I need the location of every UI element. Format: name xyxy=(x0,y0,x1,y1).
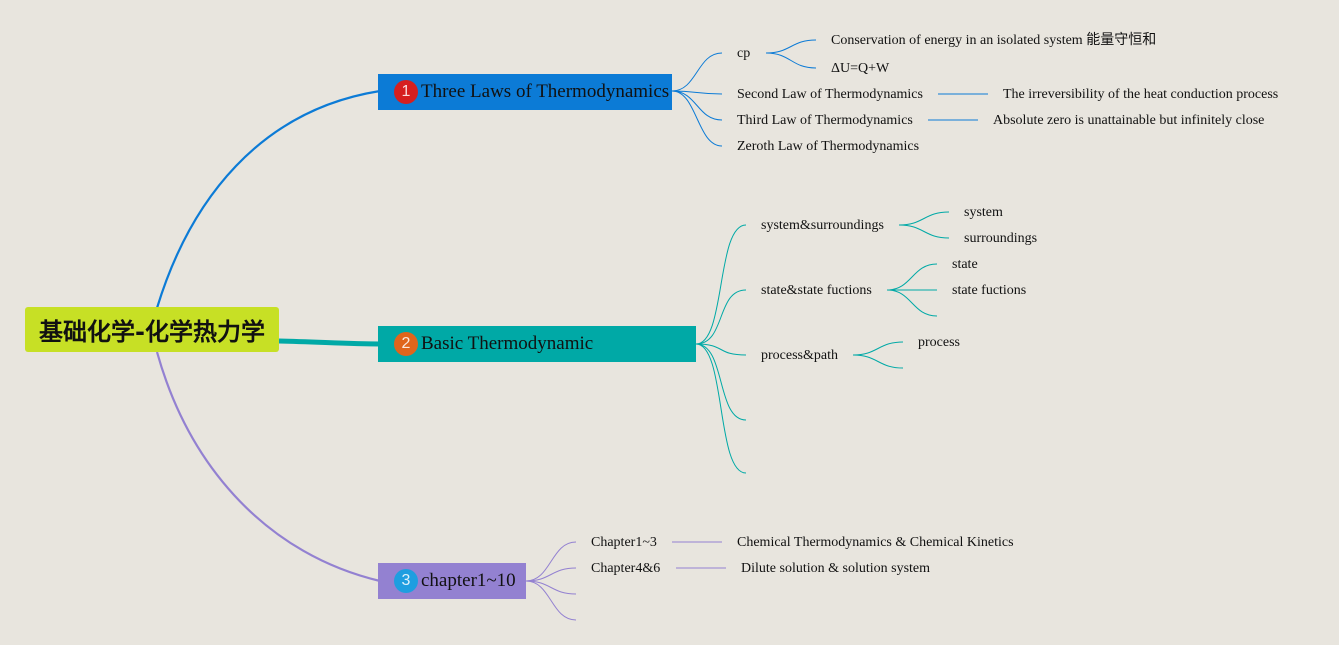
subtopic-third-law[interactable]: Third Law of Thermodynamics xyxy=(737,113,913,128)
subtopic-process[interactable]: process xyxy=(918,335,960,350)
note-chapter4-6[interactable]: Dilute solution & solution system xyxy=(741,561,931,576)
branch-3-connectors xyxy=(525,541,726,621)
note-chapter1-3[interactable]: Chemical Thermodynamics & Chemical Kinet… xyxy=(737,535,1014,550)
number-badge: 1 xyxy=(394,80,418,104)
subtopic-second-law[interactable]: Second Law of Thermodynamics xyxy=(737,87,923,102)
subtopic-cp[interactable]: cp xyxy=(737,46,751,61)
subtopic-system-surroundings[interactable]: system&surroundings xyxy=(761,218,884,233)
note-third-law[interactable]: Absolute zero is unattainable but infini… xyxy=(993,113,1265,128)
branch-topic-label: chapter1~10 xyxy=(421,570,516,591)
subtopic-process-path[interactable]: process&path xyxy=(761,348,838,363)
subtopic-zeroth-law[interactable]: Zeroth Law of Thermodynamics xyxy=(737,139,920,154)
note-second-law[interactable]: The irreversibility of the heat conducti… xyxy=(1003,87,1279,102)
subtopic-delta-u[interactable]: ΔU=Q+W xyxy=(831,61,890,76)
number-badge: 3 xyxy=(394,569,418,593)
subtopic-state[interactable]: state xyxy=(952,257,978,272)
branch-topic-1[interactable]: 1 Three Laws of Thermodynamics xyxy=(378,74,672,110)
subtopic-chapter4-6[interactable]: Chapter4&6 xyxy=(591,561,661,576)
subtopic-conservation-of-energy[interactable]: Conservation of energy in an isolated sy… xyxy=(831,33,1157,48)
branch-topic-label: Three Laws of Thermodynamics xyxy=(421,81,670,102)
branch-topic-label: Basic Thermodynamic xyxy=(421,333,594,354)
branch-topic-2[interactable]: 2 Basic Thermodynamic xyxy=(378,326,696,362)
connector-root-branch-3 xyxy=(155,351,381,583)
branch-1-connectors xyxy=(671,39,988,147)
subtopic-system[interactable]: system xyxy=(964,205,1003,220)
subtopic-state-functions-group[interactable]: state&state fuctions xyxy=(761,283,872,298)
branch-topic-3[interactable]: 3 chapter1~10 xyxy=(378,563,526,599)
subtopic-state-functions[interactable]: state fuctions xyxy=(952,283,1027,298)
branch-2-connectors xyxy=(695,211,950,474)
subtopic-surroundings[interactable]: surroundings xyxy=(964,231,1038,246)
connector-root-branch-1 xyxy=(155,89,381,309)
root-topic[interactable]: 基础化学-化学热力学 xyxy=(25,307,279,352)
root-topic-label: 基础化学-化学热力学 xyxy=(39,318,265,346)
subtopic-chapter1-3[interactable]: Chapter1~3 xyxy=(591,535,657,550)
connector-root-branch-2 xyxy=(278,338,381,347)
number-badge: 2 xyxy=(394,332,418,356)
